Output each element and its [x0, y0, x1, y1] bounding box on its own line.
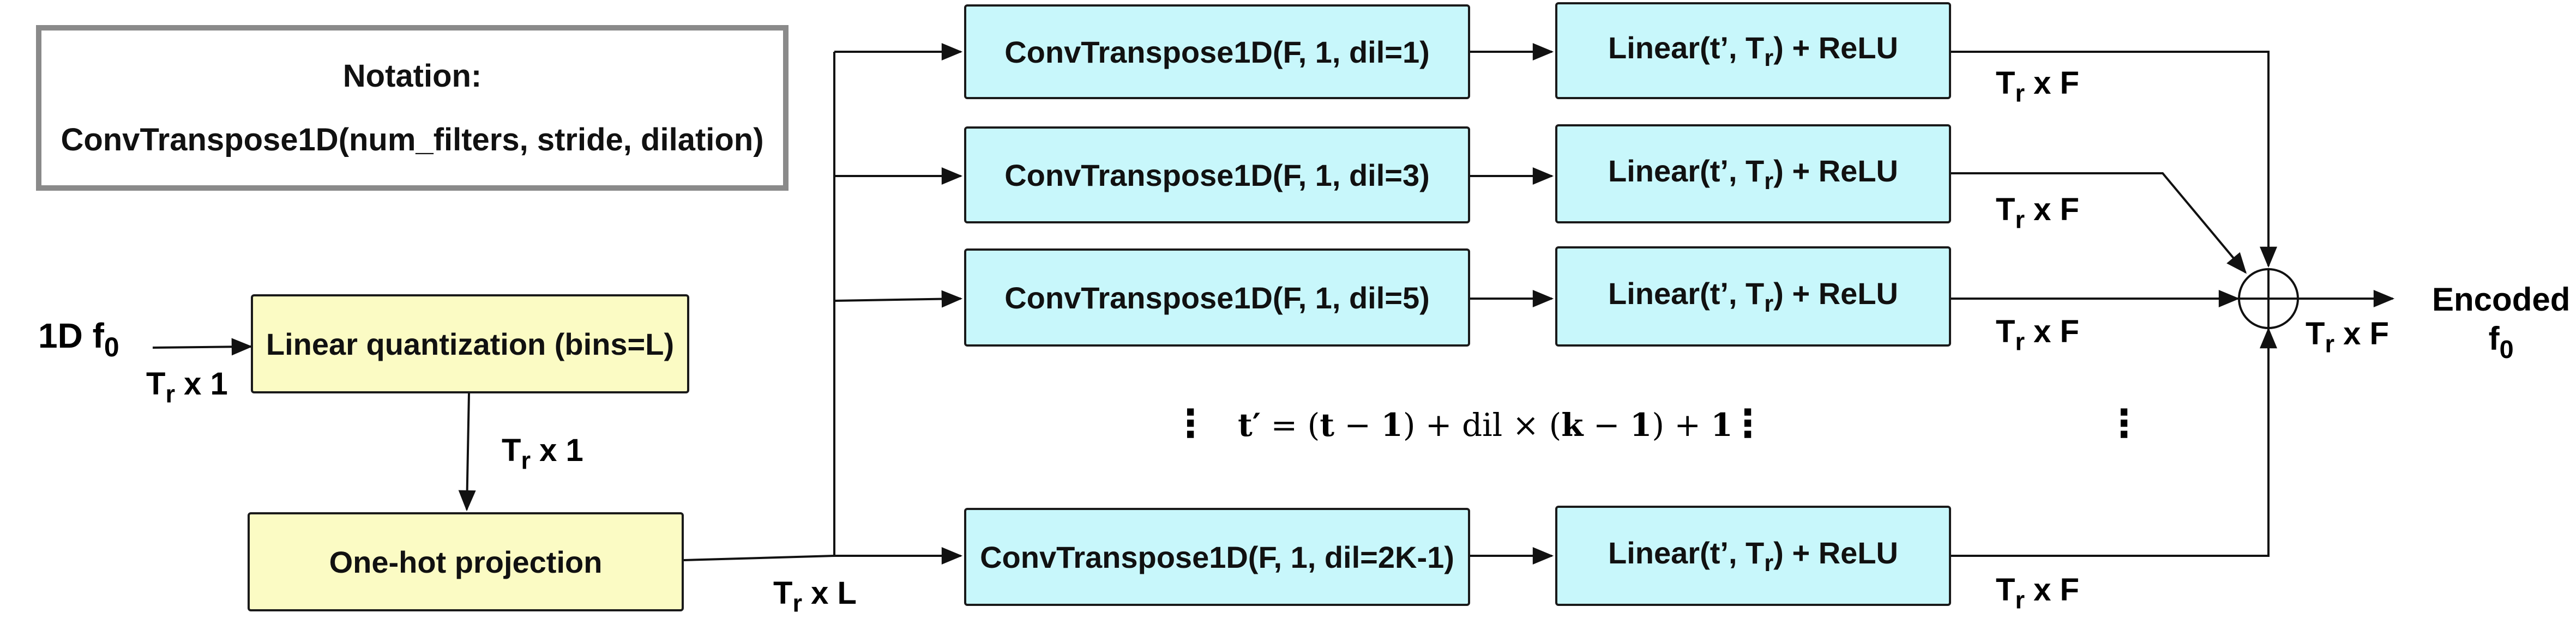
conv-transpose-box-2: ConvTranspose1D(F, 1, dil=3) — [964, 126, 1470, 223]
notation-box: Notation: ConvTranspose1D(num_filters, s… — [36, 25, 789, 191]
input-dim-label: Tr x 1 — [146, 366, 228, 408]
arrow-quantization-to-onehot — [458, 393, 476, 512]
ellipsis-left: ⋮ — [1171, 402, 1209, 445]
arrow-to-conv-3 — [834, 290, 963, 308]
ellipsis-right: ⋮ — [2105, 402, 2143, 445]
linear-quantization-box: Linear quantization (bins=L) — [251, 294, 689, 393]
conv-transpose-box-3: ConvTranspose1D(F, 1, dil=5) — [964, 248, 1470, 347]
output-label: Encoded f0 — [2432, 281, 2571, 363]
branch-1-dim-label: Tr x F — [1996, 65, 2079, 107]
linear-relu-box-2: Linear(t’, Tr) + ReLU — [1555, 124, 1951, 223]
linear-relu-box-3: Linear(t’, Tr) + ReLU — [1555, 246, 1951, 347]
arrow-linear1-to-sum — [1951, 51, 2277, 268]
notation-title: Notation: — [342, 58, 482, 94]
onehot-dim-label: Tr x L — [773, 575, 857, 617]
quantization-dim-label: Tr x 1 — [502, 433, 583, 475]
onehot-projection-box: One-hot projection — [248, 512, 684, 611]
ellipsis-mid: ⋮ — [1729, 402, 1767, 445]
dilation-equation: t′ = (t − 1) + dil × (k − 1) + 1 — [1238, 406, 1733, 444]
linear-relu-box-4: Linear(t’, Tr) + ReLU — [1555, 506, 1951, 606]
branch-4-dim-label: Tr x F — [1996, 572, 2079, 614]
branch-3-dim-label: Tr x F — [1996, 314, 2079, 356]
arrow-input-to-quantization — [152, 338, 253, 356]
arrow-linear4-to-sum — [1951, 327, 2277, 557]
notation-signature: ConvTranspose1D(num_filters, stride, dil… — [61, 122, 764, 157]
arrow-linear2-to-sum — [1951, 172, 2247, 274]
branch-2-dim-label: Tr x F — [1996, 192, 2079, 234]
conv-transpose-box-1: ConvTranspose1D(F, 1, dil=1) — [964, 4, 1470, 99]
conv-transpose-box-4: ConvTranspose1D(F, 1, dil=2K-1) — [964, 508, 1470, 606]
input-label: 1D f0 — [38, 316, 119, 362]
output-dim-label: Tr x F — [2306, 316, 2389, 358]
line-onehot-to-split — [683, 555, 835, 561]
linear-relu-box-1: Linear(t’, Tr) + ReLU — [1555, 2, 1951, 99]
